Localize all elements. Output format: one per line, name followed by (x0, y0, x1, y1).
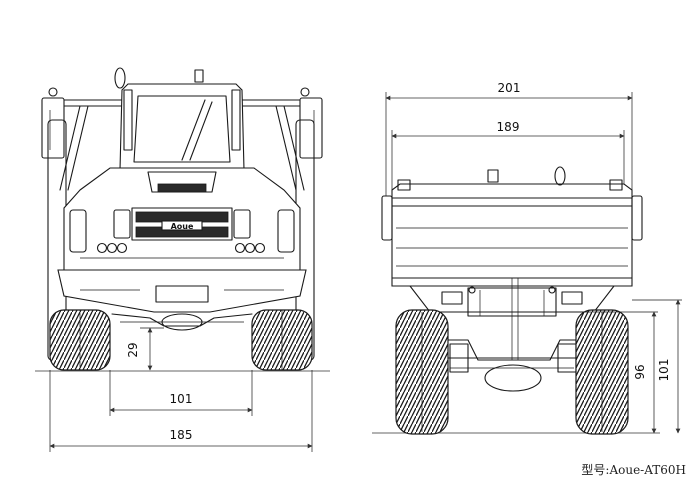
rear-view: 201 189 96 101 (372, 81, 682, 435)
dim-rear-overall-height: 101 (632, 299, 682, 434)
headlights (96, 242, 266, 254)
dim-rear-overall-height-value: 101 (657, 359, 671, 382)
grille-badge: Aoue (171, 222, 194, 231)
dim-front-overall-width-value: 185 (170, 428, 193, 442)
dim-rear-overall-width: 201 (385, 81, 633, 196)
dim-front-overall-width: 185 (49, 370, 313, 452)
dump-body (381, 166, 643, 287)
dim-rear-body-width: 189 (391, 120, 625, 190)
dim-rear-body-width-value: 189 (497, 120, 520, 134)
dim-front-ground-clearance: 29 (126, 327, 164, 371)
dim-rear-axle-height: 96 (576, 311, 658, 434)
dim-rear-overall-width-value: 201 (498, 81, 521, 95)
cab (114, 67, 245, 171)
front-view: Aoue (35, 67, 330, 452)
rops-frame (41, 87, 323, 191)
model-caption: 型号:Aoue-AT60H (581, 463, 686, 477)
dim-track-width-value: 101 (170, 392, 193, 406)
dim-front-track-width: 101 (109, 370, 253, 416)
front-body: Aoue (57, 167, 307, 313)
front-axle (111, 313, 253, 331)
dim-rear-axle-height-value: 96 (633, 364, 647, 379)
dim-ground-clearance-value: 29 (126, 342, 140, 357)
